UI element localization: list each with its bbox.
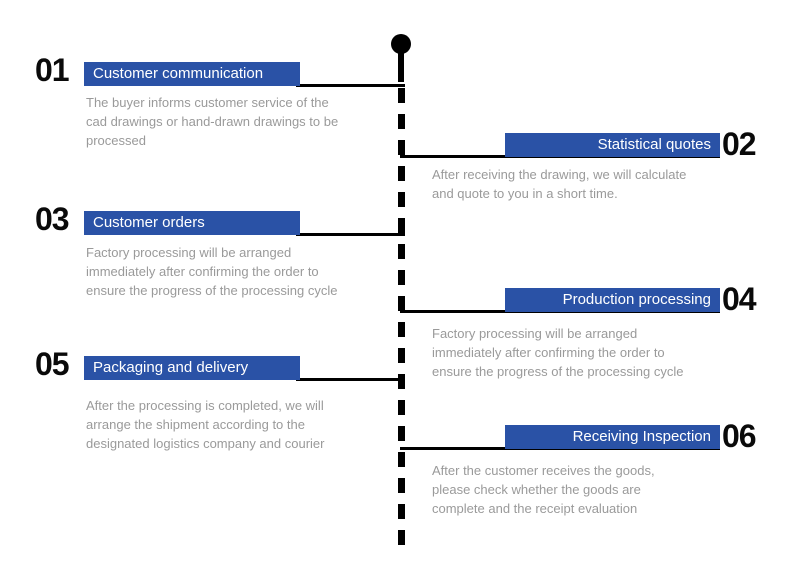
step-description-line: After the processing is completed, we wi… xyxy=(86,398,324,413)
step-description-line: designated logistics company and courier xyxy=(86,436,325,451)
step-description: Factory processing will be arranged immed… xyxy=(432,324,683,381)
step-connector-line xyxy=(296,233,405,236)
step-label: Production processing xyxy=(505,288,720,312)
step-description-line: After the customer receives the goods, xyxy=(432,463,655,478)
step-description-line: immediately after confirming the order t… xyxy=(86,264,319,279)
step-connector-line xyxy=(296,378,405,381)
timeline-dashed-line xyxy=(398,88,405,552)
step-description-line: The buyer informs customer service of th… xyxy=(86,95,329,110)
step-description-line: processed xyxy=(86,133,146,148)
step-number: 03 xyxy=(35,201,70,237)
step-description: The buyer informs customer service of th… xyxy=(86,93,338,150)
step-description: After receiving the drawing, we will cal… xyxy=(432,165,686,203)
step-description-line: and quote to you in a short time. xyxy=(432,186,618,201)
step-number: 06 xyxy=(722,418,757,454)
timeline-stem xyxy=(398,46,404,82)
step-label: Packaging and delivery xyxy=(84,356,300,380)
step-label: Customer orders xyxy=(84,211,300,235)
step-label: Customer communication xyxy=(84,62,300,86)
step-description-line: arrange the shipment according to the xyxy=(86,417,305,432)
step-number: 01 xyxy=(35,52,70,88)
step-description-line: cad drawings or hand-drawn drawings to b… xyxy=(86,114,339,129)
timeline-start-dot-icon xyxy=(391,34,411,54)
step-connector-line xyxy=(296,84,405,87)
step-number: 02 xyxy=(722,126,757,162)
step-description-line: Factory processing will be arranged xyxy=(86,245,292,260)
step-label: Receiving Inspection xyxy=(505,425,720,449)
step-description-line: immediately after confirming the order t… xyxy=(432,345,665,360)
step-number: 05 xyxy=(35,346,70,382)
step-description-line: ensure the progress of the processing cy… xyxy=(432,364,684,379)
step-description-line: Factory processing will be arranged xyxy=(432,326,638,341)
step-description-line: After receiving the drawing, we will cal… xyxy=(432,167,687,182)
step-description: After the processing is completed, we wi… xyxy=(86,396,324,453)
step-label: Statistical quotes xyxy=(505,133,720,157)
step-description-line: complete and the receipt evaluation xyxy=(432,501,638,516)
step-description-line: please check whether the goods are xyxy=(432,482,641,497)
step-description: Factory processing will be arranged immed… xyxy=(86,243,337,300)
step-description-line: ensure the progress of the processing cy… xyxy=(86,283,338,298)
step-description: After the customer receives the goods, pl… xyxy=(432,461,655,518)
step-number: 04 xyxy=(722,281,757,317)
